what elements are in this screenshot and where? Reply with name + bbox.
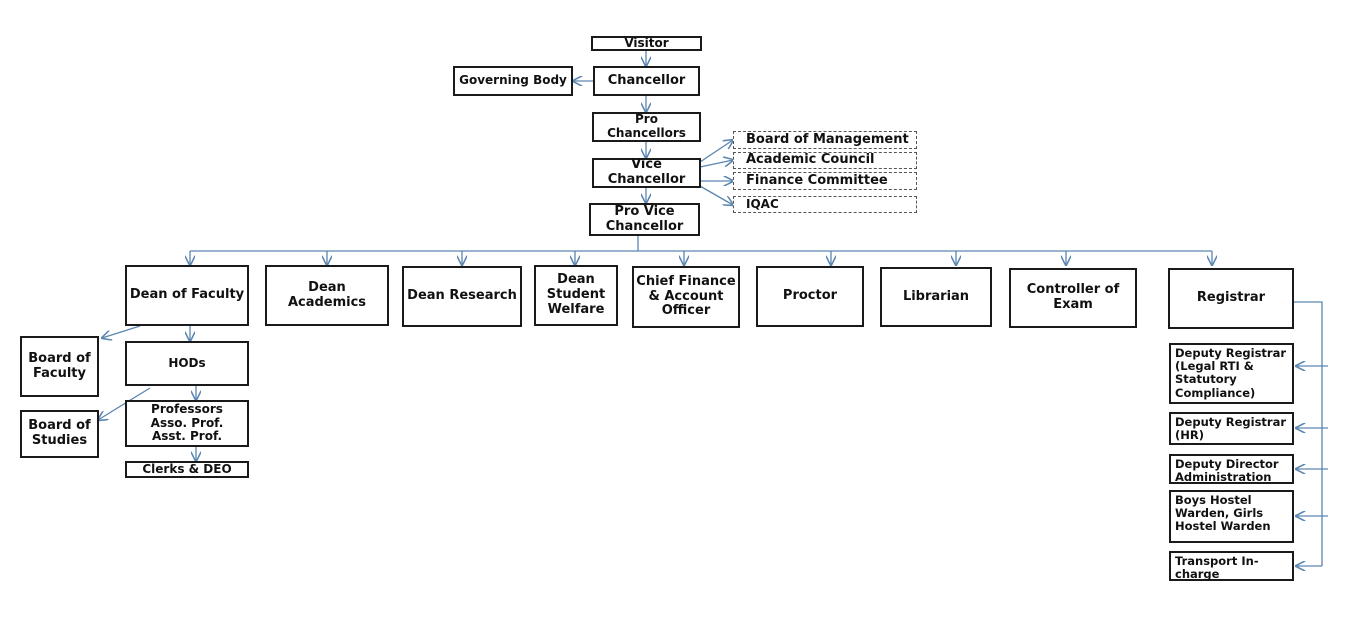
node-chief-finance: Chief Finance & Account Officer	[632, 266, 740, 328]
node-dean-academics: Dean Academics	[265, 265, 389, 326]
node-proctor: Proctor	[756, 266, 864, 327]
node-dean-student-welfare: Dean Student Welfare	[534, 265, 618, 326]
node-deputy-director-admin: Deputy Director Administration	[1169, 454, 1294, 484]
node-hods: HODs	[125, 341, 249, 386]
node-hostel-wardens: Boys Hostel Warden, Girls Hostel Warden	[1169, 490, 1294, 543]
node-clerks-deo: Clerks & DEO	[125, 461, 249, 478]
node-registrar: Registrar	[1168, 268, 1294, 329]
node-iqac: IQAC	[733, 196, 917, 213]
node-governing-body: Governing Body	[453, 66, 573, 96]
node-librarian: Librarian	[880, 267, 992, 327]
node-finance-committee: Finance Committee	[733, 172, 917, 190]
node-deputy-registrar-hr: Deputy Registrar (HR)	[1169, 412, 1294, 445]
node-dean-of-faculty: Dean of Faculty	[125, 265, 249, 326]
node-pro-vice-chancellor: Pro Vice Chancellor	[589, 203, 700, 236]
node-vice-chancellor: Vice Chancellor	[592, 157, 701, 188]
node-board-of-studies: Board of Studies	[20, 410, 99, 458]
node-academic-council: Academic Council	[733, 152, 917, 169]
connector	[699, 160, 733, 168]
connector	[98, 387, 151, 420]
node-board-of-faculty: Board of Faculty	[20, 336, 99, 397]
connector	[699, 140, 733, 163]
node-deputy-registrar-legal: Deputy Registrar (Legal RTI & Statutory …	[1169, 343, 1294, 404]
node-controller-of-exam: Controller of Exam	[1009, 268, 1137, 328]
node-chancellor: Chancellor	[593, 66, 700, 96]
node-board-of-management: Board of Management	[733, 131, 917, 149]
connector	[699, 185, 733, 205]
connector	[1294, 301, 1323, 566]
node-visitor: Visitor	[591, 36, 702, 51]
node-transport-incharge: Transport In-charge	[1169, 551, 1294, 581]
connector	[102, 325, 141, 338]
node-professors: Professors Asso. Prof. Asst. Prof.	[125, 400, 249, 447]
node-dean-research: Dean Research	[402, 266, 522, 327]
node-pro-chancellors: Pro Chancellors	[592, 112, 701, 142]
